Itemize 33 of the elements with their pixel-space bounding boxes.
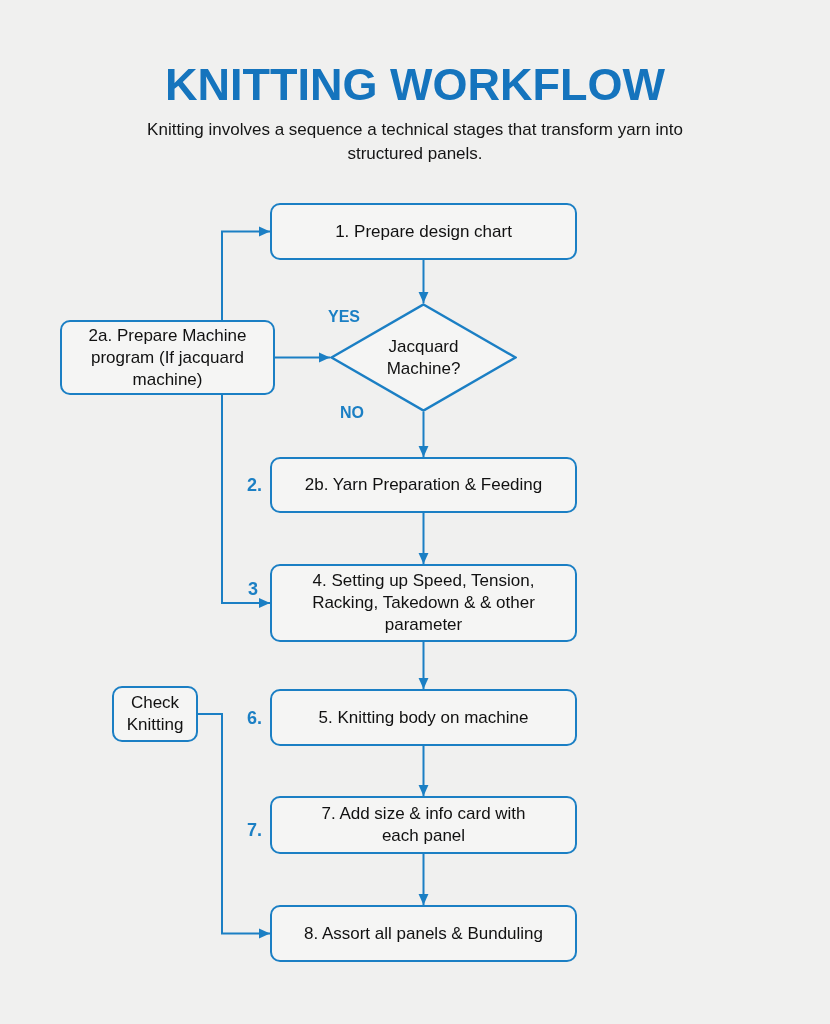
arrow [418,259,429,304]
step-text: 4. Setting up Speed, Tension, Racking, Takedown & & other parameter [311,570,536,636]
step-number: 7. [247,819,262,841]
step-text: 1. Prepare design chart [335,220,512,243]
step-number: 3 [248,578,258,600]
arrow [418,641,429,690]
arrow [418,512,429,565]
title: KNITTING WORKFLOW [165,58,665,112]
subtitle: Knitting involves a sequence a technical stages that transform yarn into structured panels. [146,119,684,165]
arrow [418,745,429,797]
arrow [418,853,429,906]
step-text: 5. Knitting body on machine [318,706,529,729]
arrow [221,394,271,608]
process-box [270,564,577,642]
step-number: 2. [247,474,262,496]
arrow [221,226,271,321]
process-box [270,905,577,962]
process-box [112,686,198,742]
arrow [418,411,429,458]
step-text: Check Knitting [125,692,185,736]
arrow [197,713,271,939]
step-number: 6. [247,707,262,729]
step-text: 2a. Prepare Machine program (If jacquard machine) [87,324,248,391]
process-box [270,796,577,854]
step-text: Jacquard Machine? [385,335,462,380]
step-text: 7. Add size & info card with each panel [320,803,527,847]
process-box [270,689,577,746]
arrow [274,352,331,363]
step-text: 8. Assort all panels & Bunduling [303,922,544,945]
process-box [270,203,577,260]
process-box [270,457,577,513]
process-box [60,320,275,395]
step-text: 2b. Yarn Preparation & Feeding [304,474,543,496]
